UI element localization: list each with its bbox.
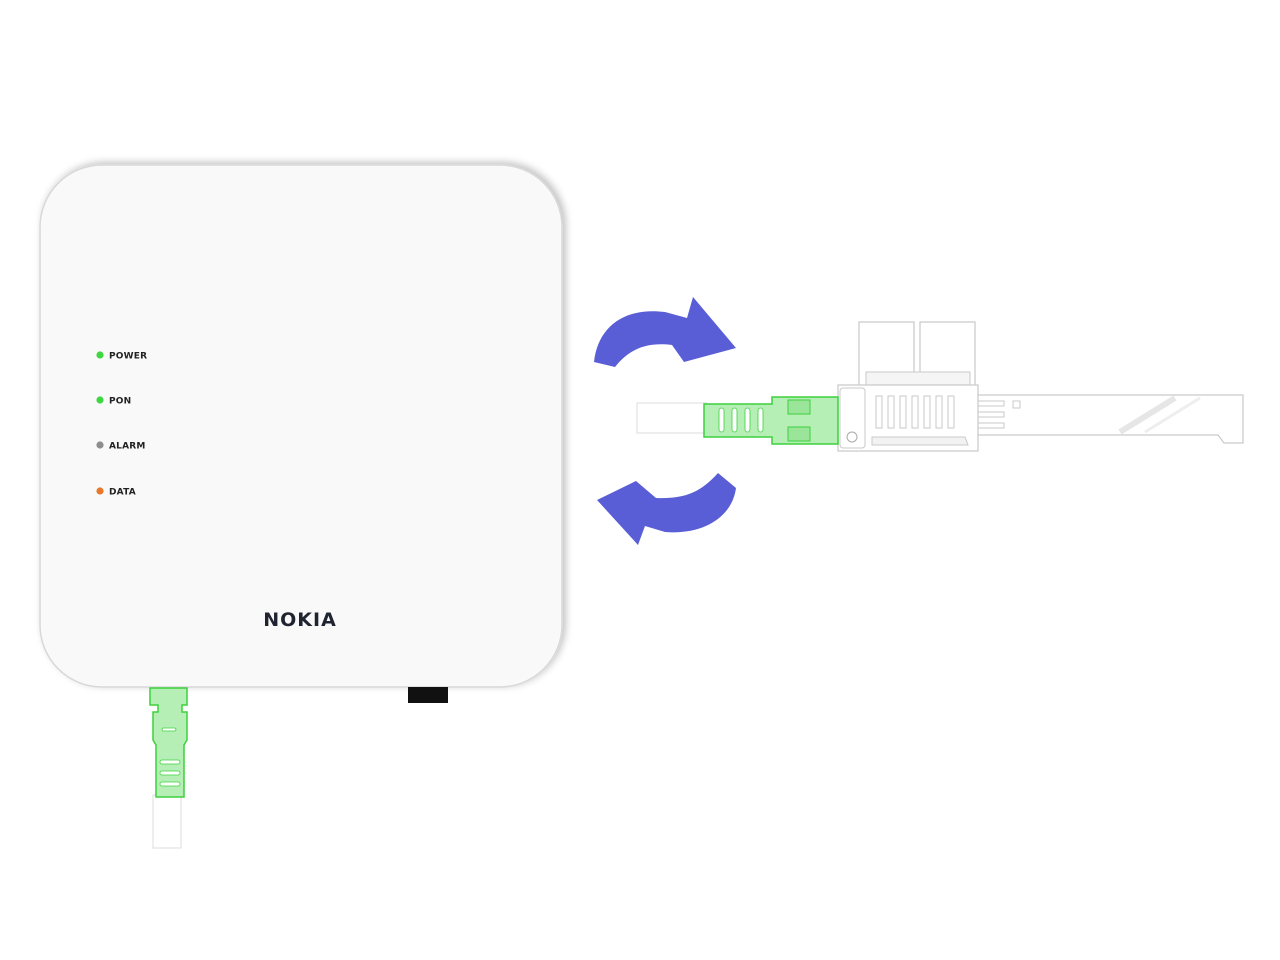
- lower-arrow: [597, 473, 736, 545]
- sfp-rib: [911, 395, 919, 429]
- sfp-rib: [923, 395, 931, 429]
- led-label-data: DATA: [109, 488, 136, 498]
- bail-pivot-icon: [846, 431, 858, 443]
- connector-grip: [744, 407, 751, 433]
- sfp-hole: [1012, 400, 1021, 409]
- led-pon: PON: [96, 396, 131, 407]
- sfp-rib: [887, 395, 895, 429]
- led-label-alarm: ALARM: [109, 442, 146, 452]
- alarm-led-icon: [96, 441, 104, 449]
- connector-grip: [159, 781, 181, 787]
- sfp-reflection: [1144, 396, 1201, 434]
- sfp-latch: [858, 321, 976, 391]
- led-label-pon: PON: [109, 397, 131, 407]
- sfp-base-rail: [871, 436, 969, 446]
- data-led-icon: [96, 487, 104, 495]
- fiber-cable: [152, 794, 182, 849]
- connector-grip: [757, 407, 764, 433]
- bottom-fiber-connector: [149, 687, 188, 849]
- ethernet-port: [408, 687, 448, 703]
- sc-apc-connector-icon: [703, 396, 839, 445]
- connector-body: [149, 687, 188, 798]
- sfp-transceiver-icon: [837, 384, 1244, 452]
- sfp-ribs: [875, 395, 955, 429]
- connector-grip: [161, 727, 177, 732]
- sfp-rib: [947, 395, 955, 429]
- sfp-rib: [899, 395, 907, 429]
- sfp-rib: [875, 395, 883, 429]
- brand-logo: NOKIA: [263, 609, 337, 631]
- sfp-contact: [977, 400, 1005, 407]
- connector-grip: [159, 770, 181, 776]
- connector-grip: [159, 759, 181, 765]
- connector-grip: [718, 407, 725, 433]
- connector-key: [787, 399, 811, 415]
- ont-device: POWER PON ALARM DATA NOKIA: [39, 164, 563, 703]
- rotate-swap-arrows-icon: [594, 297, 736, 545]
- sfp-contact: [977, 411, 1005, 418]
- sfp-rib: [935, 395, 943, 429]
- led-power: POWER: [96, 351, 147, 362]
- led-panel: POWER PON ALARM DATA: [96, 351, 147, 498]
- led-alarm: ALARM: [96, 441, 146, 452]
- sfp-contact: [977, 422, 1005, 429]
- power-led-icon: [96, 351, 104, 359]
- connector-grip: [731, 407, 738, 433]
- led-label-power: POWER: [109, 352, 147, 362]
- connector-key: [787, 426, 811, 442]
- sfp-bail: [839, 387, 866, 449]
- device-body: [39, 164, 563, 688]
- upper-arrow: [594, 297, 736, 367]
- pon-led-icon: [96, 396, 104, 404]
- led-data: DATA: [96, 487, 136, 498]
- sfp-module-assembly: [636, 321, 1244, 452]
- sfp-reflection: [1118, 395, 1177, 435]
- fiber-cable: [636, 402, 708, 434]
- sc-apc-connector-icon: [149, 687, 188, 798]
